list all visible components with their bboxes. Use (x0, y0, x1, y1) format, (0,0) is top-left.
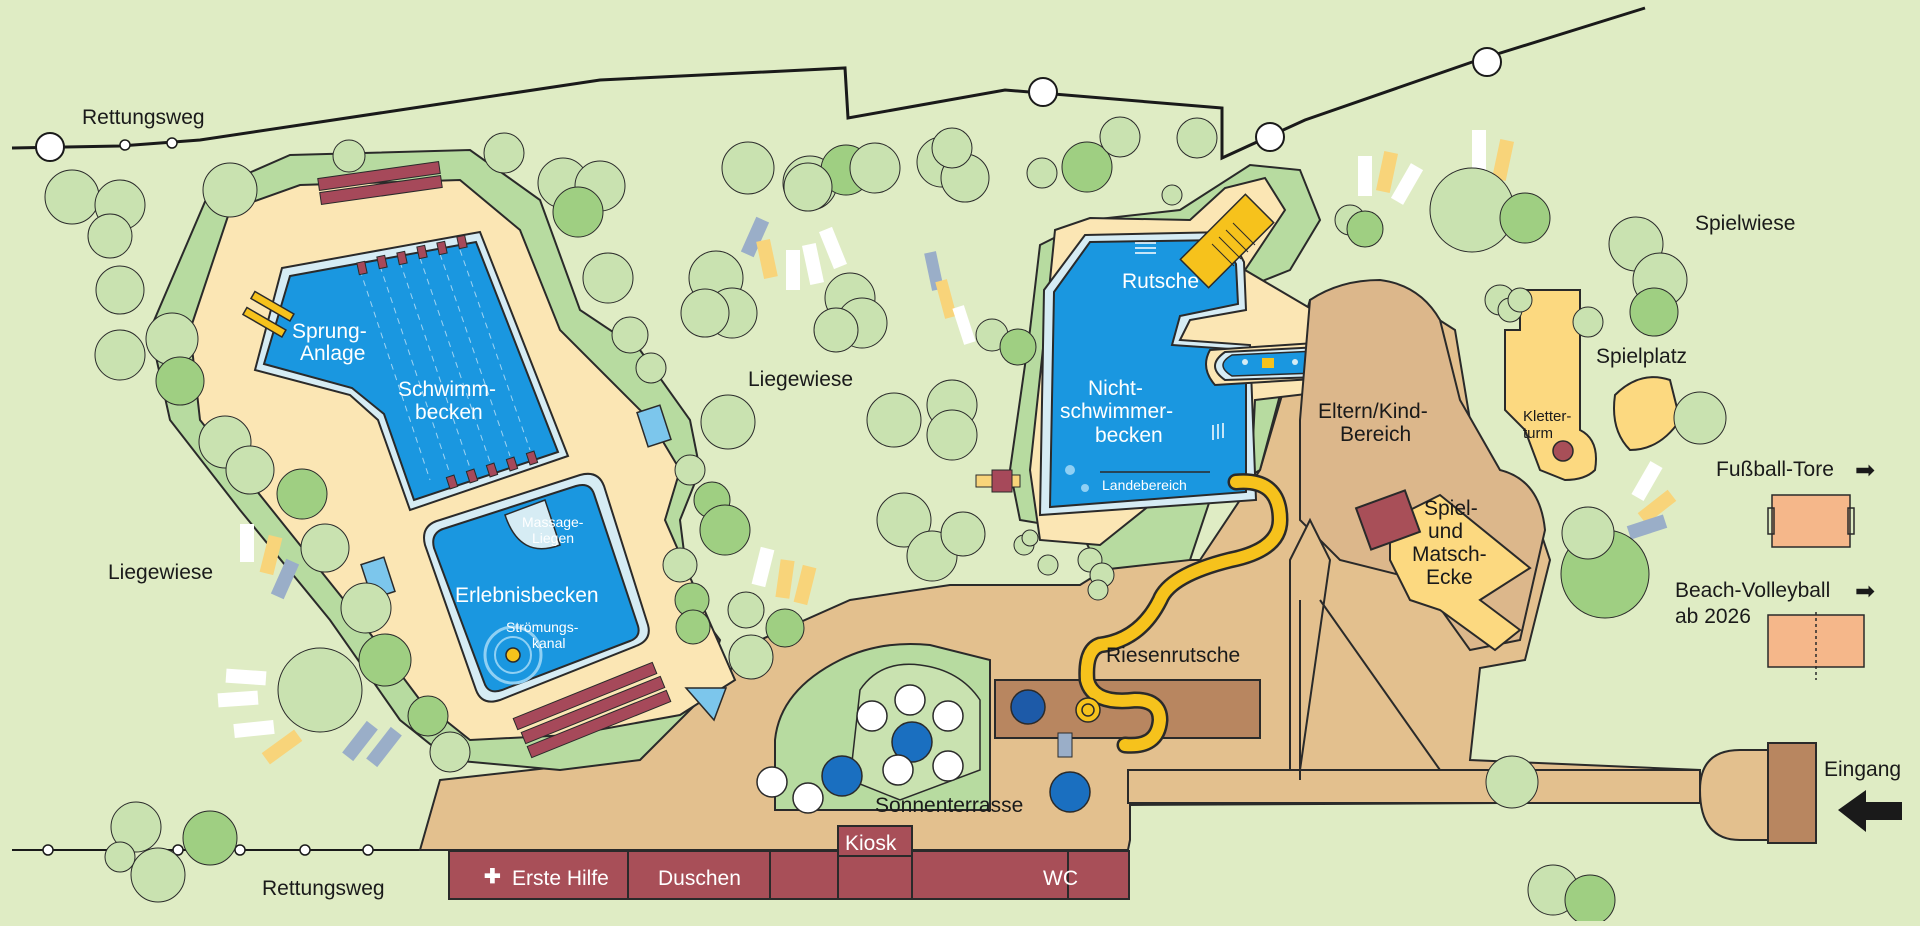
benches (317, 161, 672, 759)
eingang-label: Eingang (1824, 758, 1901, 781)
slide-steps (1211, 222, 1256, 267)
kids-fountain-icon (1262, 358, 1274, 368)
sprung-label-2: Anlage (300, 342, 365, 365)
spielplatz-label: Spielplatz (1596, 345, 1687, 368)
matsch-hut (1354, 489, 1422, 551)
kiosk-button[interactable]: Kiosk (845, 832, 897, 855)
erste-hilfe-button[interactable]: Erste Hilfe (512, 867, 609, 890)
fence-post-icon (1028, 77, 1058, 107)
rettungsweg-bottom-label: Rettungsweg (262, 877, 385, 900)
rutsche-slide (1179, 193, 1275, 289)
spielplatz-area[interactable] (1504, 289, 1597, 482)
spiel-label-1: Spiel- (1424, 497, 1478, 520)
nicht-label-2: schwimmer- (1060, 400, 1173, 423)
rettungsweg-top-label: Rettungsweg (82, 106, 205, 129)
kletter-label-2: turm (1523, 425, 1553, 442)
eltern-label-1: Eltern/Kind- (1318, 400, 1428, 423)
cross-icon: ✚ (484, 866, 501, 888)
bench (991, 469, 1013, 493)
sonnenterrasse-label: Sonnenterrasse (875, 794, 1023, 817)
entrance-plaza (1698, 749, 1771, 841)
spielplatz-sand (1613, 376, 1682, 452)
stroemung-label-1: Strömungs- (506, 619, 579, 635)
schwimm-label-1: Schwimm- (398, 378, 496, 401)
slide-tower-steps (1057, 732, 1073, 758)
erlebnis-label: Erlebnisbecken (455, 584, 599, 607)
kletter-label-1: Kletter- (1523, 408, 1571, 425)
entrance-path (1127, 769, 1701, 804)
landebereich-label: Landebereich (1102, 477, 1187, 493)
beach-label-2: ab 2026 (1675, 605, 1751, 628)
spiel-label-3: Matsch- (1412, 543, 1487, 566)
arrow-right-icon: ➡ (1855, 578, 1875, 605)
riesenrutsche-label: Riesenrutsche (1106, 644, 1240, 667)
massage-label-1: Massage- (522, 514, 584, 530)
nicht-label-1: Nicht- (1088, 377, 1143, 400)
diving-boards (241, 290, 295, 338)
towels (217, 130, 1677, 768)
boundary-fence (11, 6, 1646, 162)
service-building (448, 825, 1130, 900)
climbing-tower-icon (1552, 440, 1574, 462)
beach-volleyball-field[interactable] (1767, 614, 1865, 668)
footbath (636, 404, 672, 448)
current-channel-ring (483, 625, 543, 685)
parasols (756, 684, 1091, 814)
eltern-label-2: Bereich (1340, 423, 1411, 446)
fence-post-icon (35, 132, 65, 162)
beach-label-1: Beach-Volleyball (1675, 579, 1830, 602)
wc-button[interactable]: WC (1043, 867, 1078, 890)
massage-label-2: Liegen (532, 530, 574, 546)
rutsche-label: Rutsche (1122, 270, 1199, 293)
spiel-matsch-ecke[interactable] (1389, 493, 1532, 652)
ladder-icon (1135, 242, 1224, 440)
slide-spiral-icon (1075, 697, 1101, 723)
sprung-label-1: Sprung- (292, 320, 367, 343)
riesenrutsche[interactable] (1080, 475, 1287, 752)
arrow-right-icon: ➡ (1855, 457, 1875, 484)
spiel-label-2: und (1428, 520, 1463, 543)
erlebnisbecken[interactable] (432, 484, 640, 693)
entrance-gate (1767, 742, 1817, 844)
arrow-left-icon (1838, 790, 1902, 832)
footbath (684, 687, 728, 722)
round-pool-icon (1010, 689, 1046, 725)
trees (44, 116, 1727, 926)
swim-lanes (359, 249, 531, 481)
liegewiese-left-label: Liegewiese (108, 561, 213, 584)
spiel-label-4: Ecke (1426, 566, 1473, 589)
fence-post-icon (1255, 122, 1285, 152)
starting-blocks (356, 234, 539, 490)
schwimm-label-2: becken (415, 401, 483, 424)
massage-loungers (504, 499, 561, 550)
liegewiese-mid-label: Liegewiese (748, 368, 853, 391)
fussball-field[interactable] (1771, 494, 1851, 548)
nicht-label-3: becken (1095, 424, 1163, 447)
current-jet-icon (505, 647, 521, 663)
fence-post-icon (1472, 47, 1502, 77)
stroemung-label-2: kanal (532, 635, 565, 651)
kiosk-tower (837, 825, 913, 857)
duschen-button[interactable]: Duschen (658, 867, 741, 890)
spielwiese-label: Spielwiese (1695, 212, 1795, 235)
schwimmbecken[interactable] (262, 240, 560, 502)
fussball-label: Fußball-Tore (1716, 458, 1834, 481)
